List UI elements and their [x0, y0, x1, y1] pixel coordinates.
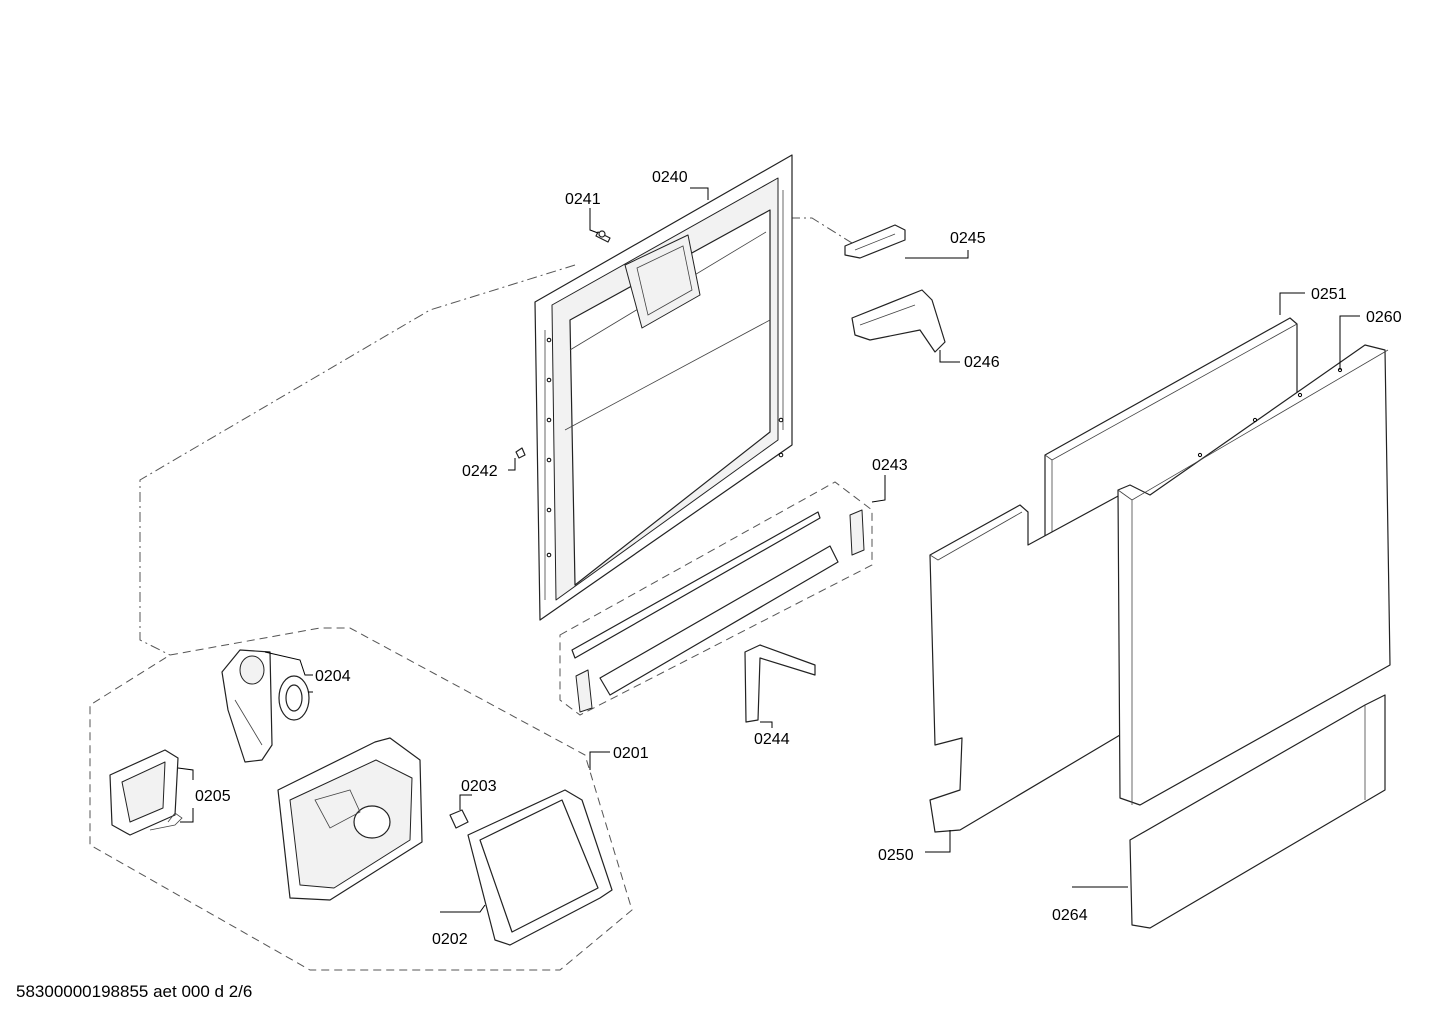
- leader-0205: [177, 767, 194, 823]
- front-panel-part-0260: [1117, 344, 1391, 806]
- label-0201: 0201: [613, 745, 649, 762]
- leader-0243: [871, 475, 886, 503]
- label-0245: 0245: [950, 230, 986, 247]
- leader-0244: [760, 721, 773, 728]
- label-0204: 0204: [315, 668, 351, 685]
- leader-0245: [905, 250, 969, 259]
- leader-0241: [589, 208, 599, 234]
- kick-plate-part-0264: [1129, 694, 1386, 929]
- label-0246: 0246: [964, 354, 1000, 371]
- leader-0251: [1279, 292, 1305, 315]
- leader-0260: [1339, 315, 1360, 370]
- label-0244: 0244: [754, 731, 790, 748]
- latch-part-0246: [851, 289, 946, 353]
- control-module-part-0201: [277, 737, 423, 901]
- leader-0242: [508, 458, 516, 471]
- leader-0250: [925, 830, 951, 853]
- leader-0202: [440, 904, 486, 913]
- label-0250: 0250: [878, 847, 914, 864]
- leader-0201: [589, 751, 610, 770]
- leader-0204: [264, 651, 313, 676]
- assembly-dashed-outline: [139, 264, 576, 656]
- label-0241: 0241: [565, 191, 601, 208]
- latch-part-0245: [844, 224, 906, 259]
- label-0251: 0251: [1311, 286, 1347, 303]
- gasket-part-0202: [467, 789, 613, 946]
- hinge-group-outline: [559, 481, 873, 716]
- leader-0203: [459, 794, 472, 810]
- cover-part-0205: [109, 749, 183, 836]
- side-panel-part-0250: [929, 494, 1121, 833]
- leader-0240: [690, 187, 709, 200]
- drawing-id-footer: 58300000198855 aet 000 d 2/6: [16, 982, 253, 1001]
- screw-0242: [515, 447, 526, 459]
- label-0202: 0202: [432, 931, 468, 948]
- bracket-part-0244: [744, 644, 816, 723]
- control-housing-part-0204: [221, 649, 273, 763]
- label-0243: 0243: [872, 457, 908, 474]
- control-group-outline: [89, 627, 633, 971]
- label-0242: 0242: [462, 463, 498, 480]
- ring-part-0204: [278, 675, 310, 721]
- label-0203: 0203: [461, 778, 497, 795]
- inner-door-frame-part: [534, 154, 793, 621]
- button-part-0203: [449, 809, 469, 829]
- label-0240: 0240: [652, 169, 688, 186]
- screw-0241: [595, 230, 611, 243]
- leader-0246: [939, 350, 960, 363]
- label-0205: 0205: [195, 788, 231, 805]
- label-0260: 0260: [1366, 309, 1402, 326]
- hinge-bar-part-0243: [571, 509, 865, 713]
- label-0264: 0264: [1052, 907, 1088, 924]
